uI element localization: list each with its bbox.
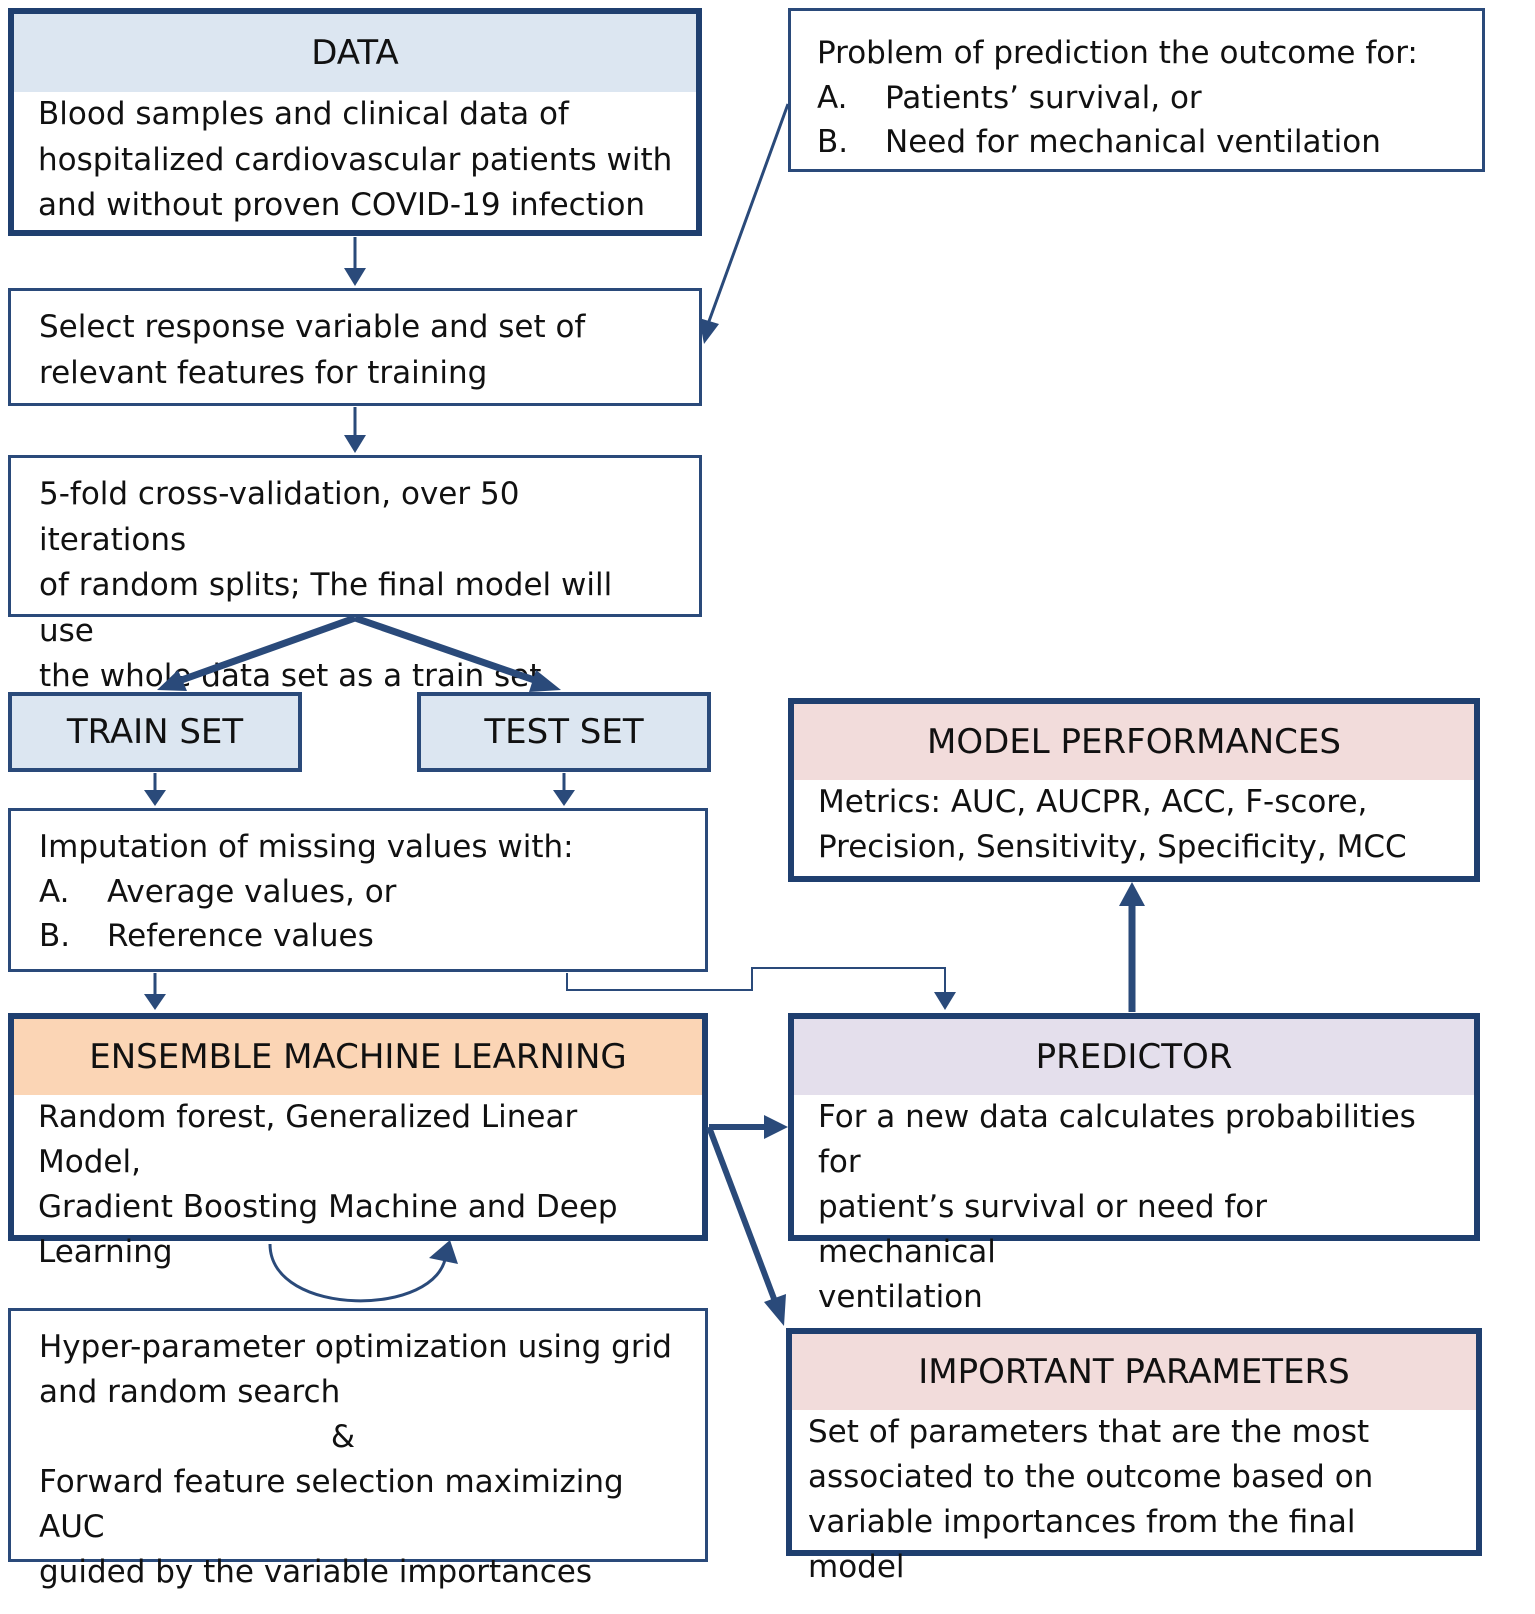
imputation-item-marker: A. <box>39 873 70 910</box>
hyper-line: guided by the variable importances <box>39 1554 593 1590</box>
model-performances-title: MODEL PERFORMANCES <box>927 722 1341 762</box>
important-parameters-line: Set of parameters that are the most <box>808 1414 1370 1450</box>
imputation-box: Imputation of missing values with: A. Av… <box>8 808 708 972</box>
arrowhead <box>144 994 166 1010</box>
important-parameters-line: associated to the outcome based on <box>808 1459 1374 1495</box>
important-parameters-header: IMPORTANT PARAMETERS <box>792 1334 1476 1410</box>
arrowhead <box>1119 882 1145 906</box>
data-box-line: hospitalized cardiovascular patients wit… <box>38 141 673 178</box>
predictor-title: PREDICTOR <box>1035 1037 1233 1077</box>
data-box: DATA Blood samples and clinical data of … <box>8 8 702 236</box>
optimization-loop-arrow <box>268 1243 448 1303</box>
cv-line: of random splits; The final model will u… <box>39 567 613 649</box>
hyperparameter-box: Hyper-parameter optimization using grid … <box>8 1308 708 1590</box>
cv-line: the whole data set as a train set <box>39 658 542 694</box>
data-box-title: DATA <box>311 33 399 73</box>
imputation-item-text: Reference values <box>107 918 374 954</box>
important-parameters-line: variable importances from the final mode… <box>808 1504 1356 1585</box>
hyper-line: Forward feature selection maximizing AUC <box>39 1464 624 1545</box>
arrowhead <box>157 670 187 691</box>
problem-item-marker: B. <box>817 124 849 160</box>
train-set-label: TRAIN SET <box>66 712 244 752</box>
model-performances-line: Precision, Sensitivity, Specificity, MCC <box>818 828 1407 865</box>
select-line: Select response variable and set of <box>39 309 586 345</box>
problem-item-marker: A. <box>817 79 848 116</box>
imputation-item-text: Average values, or <box>107 873 397 910</box>
predictor-line: For a new data calculates probabilities … <box>818 1099 1416 1180</box>
imputation-item-b: B. Reference values <box>39 914 677 959</box>
arrow-imputation-to-predictor <box>566 967 946 994</box>
arrowhead <box>934 992 956 1010</box>
cv-line: 5-fold cross-validation, over 50 iterati… <box>39 476 520 558</box>
arrowhead <box>344 435 366 453</box>
select-line: relevant features for training <box>39 354 488 391</box>
ensemble-ml-title: ENSEMBLE MACHINE LEARNING <box>89 1037 627 1077</box>
ensemble-ml-box: ENSEMBLE MACHINE LEARNING Random forest,… <box>8 1013 708 1270</box>
problem-intro: Problem of prediction the outcome for: <box>817 35 1418 71</box>
arrowhead <box>529 670 561 692</box>
model-performances-line: Metrics: AUC, AUCPR, ACC, F-score, <box>818 784 1368 820</box>
problem-item-text: Patients’ survival, or <box>885 79 1202 116</box>
arrowhead <box>764 1294 786 1326</box>
arrowhead <box>429 1240 458 1264</box>
arrowhead <box>144 790 166 806</box>
ensemble-ml-line: Random forest, Generalized Linear Model, <box>38 1099 578 1180</box>
select-features-box: Select response variable and set of rele… <box>8 288 702 406</box>
data-box-line: and without proven COVID-19 infection <box>38 187 646 223</box>
model-performances-box: MODEL PERFORMANCES Metrics: AUC, AUCPR, … <box>788 698 1480 882</box>
arrow-cv-to-train <box>174 614 357 686</box>
ensemble-ml-line: Gradient Boosting Machine and Deep <box>38 1189 618 1225</box>
train-set-box: TRAIN SET <box>8 692 302 772</box>
problem-item-b: B. Need for mechanical ventilation <box>817 120 1456 165</box>
arrow-ensemble-to-important <box>706 1125 779 1306</box>
predictor-line: ventilation <box>818 1279 983 1315</box>
hyper-line: and random search <box>39 1374 341 1410</box>
arrowhead <box>699 318 719 344</box>
arrow-problem-to-select <box>706 103 790 325</box>
test-set-box: TEST SET <box>417 692 711 772</box>
problem-item-a: A. Patients’ survival, or <box>817 76 1456 121</box>
predictor-line: patient’s survival or need for mechanica… <box>818 1189 1268 1270</box>
hyper-line: Hyper-parameter optimization using grid <box>39 1329 672 1365</box>
cross-validation-box: 5-fold cross-validation, over 50 iterati… <box>8 455 702 694</box>
imputation-item-marker: B. <box>39 918 71 954</box>
problem-box: Problem of prediction the outcome for: A… <box>788 8 1485 172</box>
hyper-ampersand: & <box>330 1419 356 1455</box>
data-box-line: Blood samples and clinical data of <box>38 96 569 132</box>
problem-item-text: Need for mechanical ventilation <box>885 124 1381 160</box>
predictor-box: PREDICTOR For a new data calculates prob… <box>788 1013 1480 1315</box>
arrow-cv-to-test <box>353 614 542 686</box>
data-box-body: Blood samples and clinical data of hospi… <box>14 92 696 229</box>
arrowhead <box>553 790 575 806</box>
ensemble-ml-header: ENSEMBLE MACHINE LEARNING <box>14 1019 702 1095</box>
imputation-intro: Imputation of missing values with: <box>39 829 574 865</box>
important-parameters-title: IMPORTANT PARAMETERS <box>918 1352 1350 1392</box>
predictor-header: PREDICTOR <box>794 1019 1474 1095</box>
test-set-label: TEST SET <box>484 712 644 752</box>
data-box-header: DATA <box>14 14 696 92</box>
imputation-item-a: A. Average values, or <box>39 870 677 915</box>
arrowhead <box>344 268 366 286</box>
ensemble-ml-line: Learning <box>38 1234 173 1270</box>
arrowhead <box>764 1115 788 1139</box>
important-parameters-box: IMPORTANT PARAMETERS Set of parameters t… <box>786 1328 1482 1585</box>
model-performances-header: MODEL PERFORMANCES <box>794 704 1474 780</box>
